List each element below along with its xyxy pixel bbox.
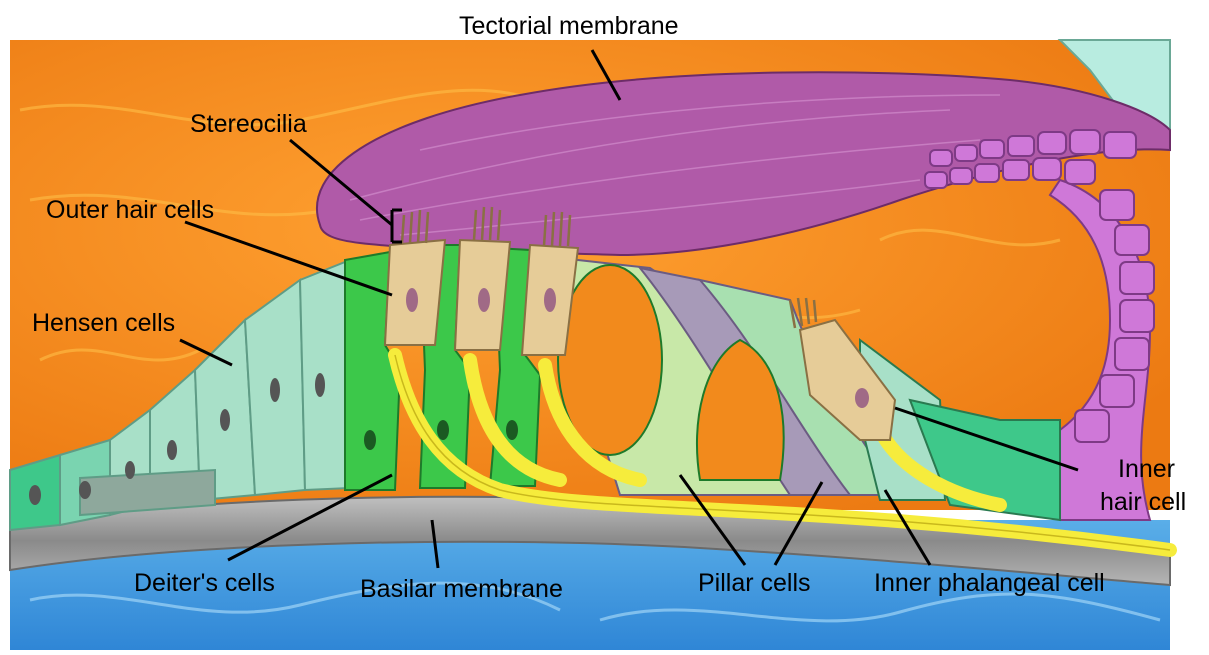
inner-hair-cell-nucleus (855, 388, 869, 408)
pillar-cells-label: Pillar cells (698, 571, 811, 596)
inner-phalangeal-cell-label: Inner phalangeal cell (874, 571, 1105, 596)
basilar-membrane-label: Basilar membrane (360, 577, 563, 602)
tectorial-membrane-label: Tectorial membrane (459, 14, 679, 39)
hensen-cells-label: Hensen cells (32, 311, 175, 336)
inner-hair-cell-label-line2: hair cell (1100, 490, 1186, 515)
deiters-cells-label: Deiter's cells (134, 571, 275, 596)
stereocilia-label: Stereocilia (190, 112, 307, 137)
outer-hair-cells-label: Outer hair cells (46, 198, 214, 223)
inner-hair-cell-label-line1: Inner (1118, 457, 1175, 482)
